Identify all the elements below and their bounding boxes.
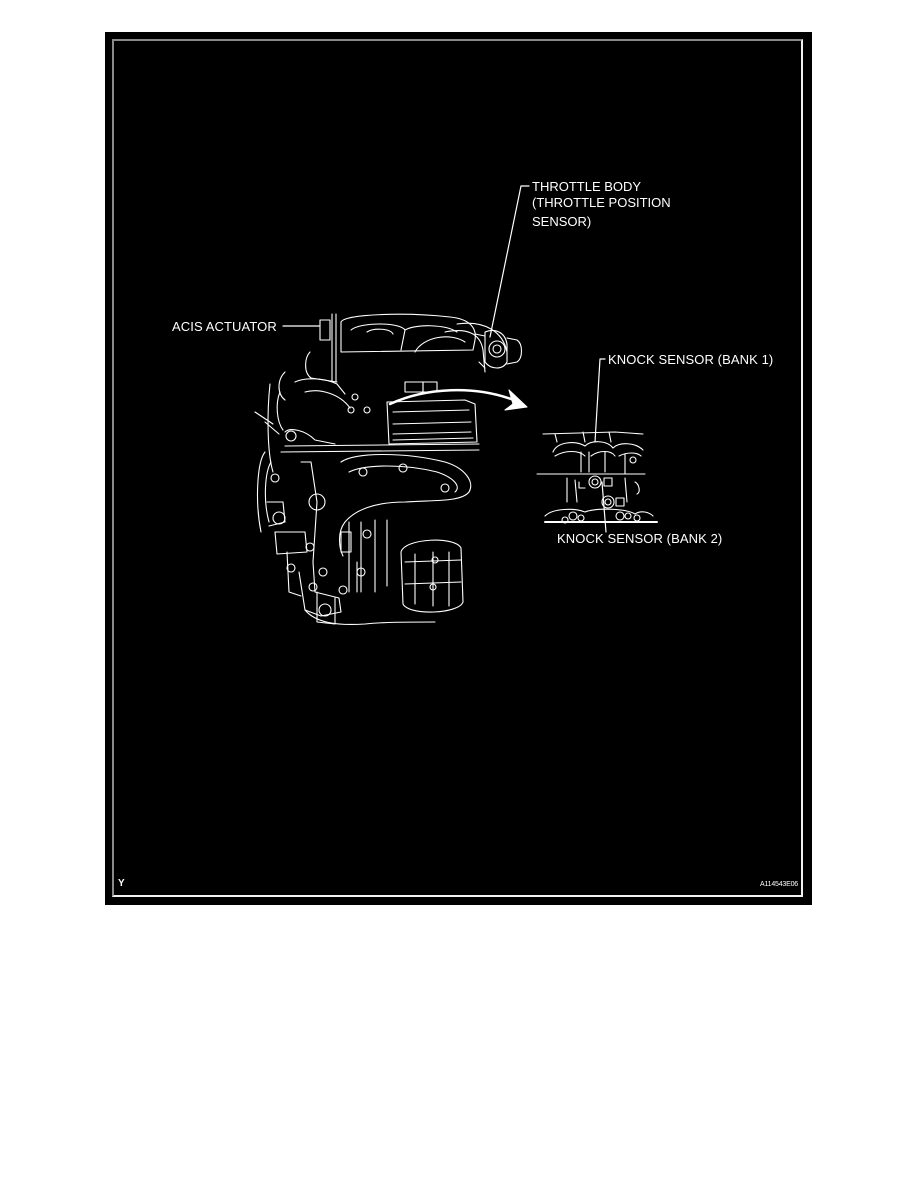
- throttle-body-label: THROTTLE BODY (THROTTLE POSITION SENSOR): [532, 179, 671, 230]
- throttle-body-label-line-3: SENSOR): [532, 214, 592, 229]
- leader-lines: [282, 185, 607, 533]
- acis-actuator-label: ACIS ACTUATOR: [172, 319, 277, 334]
- engine-assembly-drawing: [254, 313, 528, 625]
- throttle-body-label-line-1: THROTTLE BODY: [532, 179, 642, 194]
- illustration-code: A114543E06: [760, 881, 798, 888]
- engine-line-art: [254, 185, 658, 625]
- engine-component-diagram: THROTTLE BODY (THROTTLE POSITION SENSOR)…: [105, 32, 812, 905]
- throttle-body-label-line-2: (THROTTLE POSITION: [532, 195, 671, 210]
- diagram-frame-border: [112, 39, 803, 897]
- knock-sensor-bank2-label: KNOCK SENSOR (BANK 2): [557, 531, 723, 546]
- corner-letter: Y: [118, 878, 125, 889]
- knock-sensor-detail-drawing: [536, 431, 658, 524]
- knock-sensor-bank1-label: KNOCK SENSOR (BANK 1): [608, 352, 774, 367]
